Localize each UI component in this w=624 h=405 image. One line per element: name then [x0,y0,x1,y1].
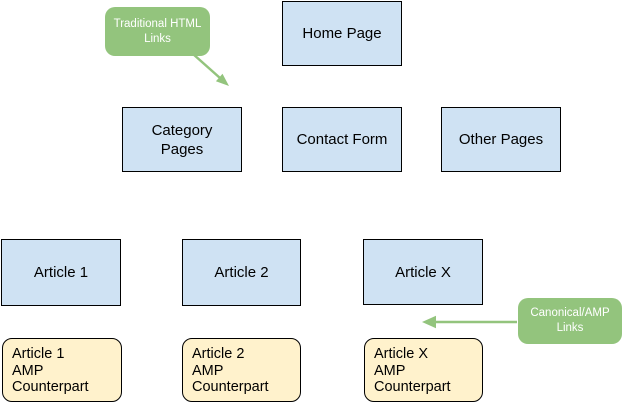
article-x-label: Article X [395,263,451,281]
box-article-1: Article 1 [1,239,121,306]
amp-line: Counterpart [374,379,451,395]
amp-line: Article 1 [12,346,65,362]
callout-traditional-html-links: Traditional HTML Links [105,7,210,56]
home-page-label: Home Page [302,25,382,42]
amp-line: AMP [12,362,44,379]
box-article-x: Article X [363,239,483,305]
box-article-2: Article 2 [182,239,301,306]
article-2-label: Article 2 [214,264,269,281]
amp-line: AMP [192,362,224,379]
box-other-pages: Other Pages [441,107,561,172]
box-category-pages: Category Pages [122,107,242,172]
amp-line: Article 2 [192,346,245,362]
canonical-links-arrow [422,315,517,329]
traditional-links-arrow [192,53,229,86]
amp-line: Counterpart [192,379,269,395]
box-contact-form: Contact Form [282,107,402,172]
box-article-2-amp-counterpart: Article 2 AMP Counterpart [182,338,301,402]
category-pages-label: Category Pages [151,121,213,158]
box-article-1-amp-counterpart: Article 1 AMP Counterpart [2,338,122,402]
contact-form-label: Contact Form [296,131,388,148]
traditional-html-links-label: Traditional HTML Links [113,17,202,45]
amp-line: AMP [374,362,406,379]
other-pages-label: Other Pages [458,131,544,148]
article-1-label: Article 1 [33,264,89,281]
callout-canonical-amp-links: Canonical/AMP Links [518,298,622,344]
amp-line: Counterpart [12,379,89,395]
canonical-amp-links-label: Canonical/AMP Links [530,307,610,334]
amp-line: Article X [374,346,428,362]
box-home-page: Home Page [282,1,402,66]
box-article-x-amp-counterpart: Article X AMP Counterpart [364,338,483,402]
